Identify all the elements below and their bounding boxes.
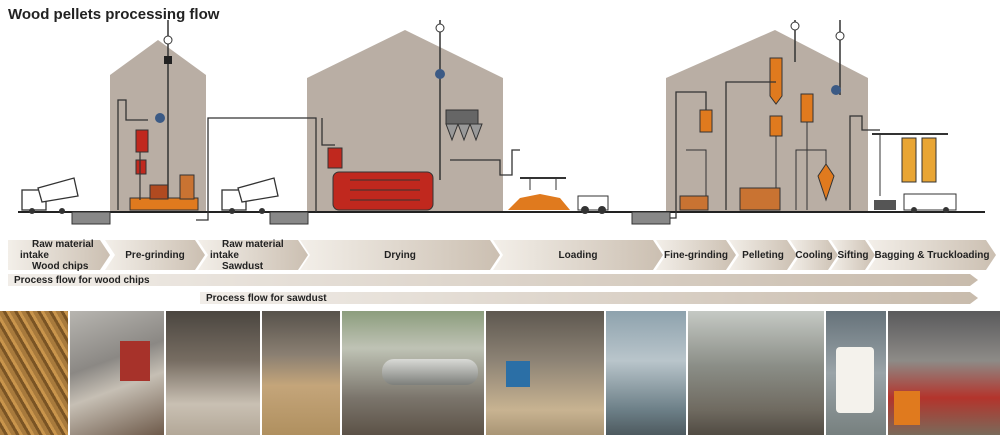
dump-truck-1 bbox=[21, 177, 79, 214]
rotary-dryer-photo bbox=[342, 311, 484, 435]
intake-pit-2 bbox=[269, 211, 309, 225]
stage-label-sub: Wood chips bbox=[32, 260, 89, 272]
fine-grinding-equipment bbox=[670, 91, 713, 219]
rotary-dryer bbox=[321, 118, 434, 211]
flow-sawdust: Process flow for sawdust bbox=[200, 292, 978, 304]
stage-pelleting: Pelleting bbox=[729, 240, 797, 270]
building-fine-grinding bbox=[666, 30, 868, 212]
warehouse-storage-photo bbox=[166, 311, 260, 435]
building-pre-grinding bbox=[110, 40, 206, 212]
stage-pre-grinding: Pre-grinding bbox=[105, 240, 205, 270]
sawdust-pile-photo bbox=[262, 311, 340, 435]
flow-label: Process flow for sawdust bbox=[206, 292, 327, 304]
flow-wood-chips: Process flow for wood chips bbox=[8, 274, 978, 286]
stage-label: Sifting bbox=[837, 249, 869, 261]
pellet-bag-photo bbox=[826, 311, 886, 435]
cyclone-cluster bbox=[435, 20, 520, 180]
stage-sifting: Sifting bbox=[831, 240, 875, 270]
forklift-truck-photo bbox=[888, 311, 1000, 435]
loading-stack bbox=[508, 177, 609, 214]
stage-drying: Drying bbox=[300, 240, 500, 270]
stage-label: Pre-grinding bbox=[125, 249, 185, 261]
stage-label: Drying bbox=[384, 249, 416, 261]
stage-fine-grinding: Fine-grinding bbox=[656, 240, 736, 270]
stage-label: Loading bbox=[558, 249, 598, 261]
cooling-equipment bbox=[795, 20, 845, 210]
page-title: Wood pellets processing flow bbox=[8, 6, 220, 23]
stage-label-sub: Sawdust bbox=[222, 260, 264, 272]
intake-pit-3 bbox=[631, 211, 671, 225]
sifting-equipment bbox=[849, 115, 880, 210]
stage-label: Pelleting bbox=[742, 249, 784, 261]
stage-label: Raw material intake bbox=[210, 238, 284, 261]
hammer-mill-photo bbox=[606, 311, 686, 435]
pellet-mill-photo bbox=[688, 311, 824, 435]
stage-cooling: Cooling bbox=[790, 240, 838, 270]
conveyor-loading-photo bbox=[486, 311, 604, 435]
stage-label: Cooling bbox=[795, 249, 833, 261]
wood-chipper-machine-photo bbox=[70, 311, 164, 435]
dump-truck-2 bbox=[221, 177, 279, 214]
pelleting-equipment bbox=[725, 20, 800, 211]
flow-label: Process flow for wood chips bbox=[14, 274, 150, 286]
wood-chips-pile-photo bbox=[0, 311, 68, 435]
pre-grinding-equipment bbox=[117, 20, 199, 211]
stage-label: Bagging & Truckloading bbox=[874, 249, 990, 261]
photo-strip bbox=[0, 311, 1000, 435]
conveyor-line-1 bbox=[196, 117, 317, 221]
stage-label: Fine-grinding bbox=[664, 249, 728, 261]
bagging-equipment bbox=[872, 133, 957, 213]
intake-pit-1 bbox=[71, 211, 111, 225]
stage-label: Raw material intake bbox=[20, 238, 94, 261]
building-drying bbox=[307, 30, 503, 212]
process-diagram bbox=[18, 20, 985, 225]
stage-bagging: Bagging & Truckloading bbox=[868, 240, 996, 270]
stage-loading: Loading bbox=[493, 240, 663, 270]
